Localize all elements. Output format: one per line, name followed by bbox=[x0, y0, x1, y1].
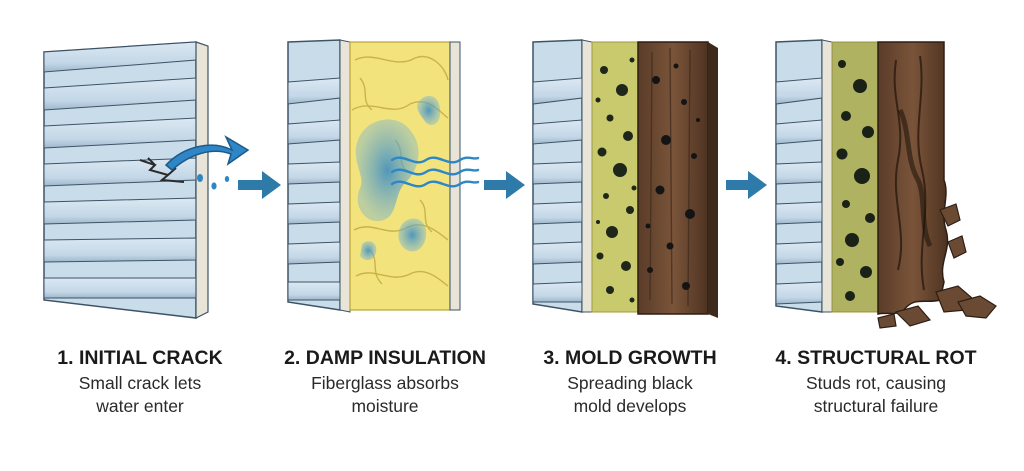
moisture-waves-icon bbox=[390, 156, 480, 188]
step-description-line: Fiberglass absorbs bbox=[311, 373, 459, 393]
step-4-caption: 4. STRUCTURAL ROT Studs rot, causing str… bbox=[775, 347, 976, 416]
right-arrow-icon bbox=[726, 171, 767, 199]
step-4-illustration bbox=[775, 39, 997, 329]
moldy-insulation bbox=[831, 41, 879, 313]
right-arrow-icon bbox=[238, 171, 281, 199]
siding-wall bbox=[532, 39, 593, 313]
crack-mark bbox=[139, 157, 185, 183]
step-description-line: Spreading black bbox=[567, 373, 693, 393]
moldy-insulation bbox=[591, 41, 639, 313]
right-arrow-icon bbox=[484, 171, 525, 199]
step-2-illustration bbox=[287, 39, 480, 313]
step-title: 3. MOLD GROWTH bbox=[543, 347, 716, 369]
step-1-caption: 1. INITIAL CRACK Small crack lets water … bbox=[57, 347, 222, 416]
step-description-line: mold develops bbox=[574, 396, 687, 416]
step-description-line: water enter bbox=[95, 396, 184, 416]
wood-stud bbox=[637, 41, 718, 318]
step-title: 1. INITIAL CRACK bbox=[57, 347, 222, 369]
step-3-illustration bbox=[532, 39, 718, 318]
rotting-stud bbox=[877, 41, 949, 315]
step-title: 4. STRUCTURAL ROT bbox=[775, 347, 976, 369]
falling-debris bbox=[877, 203, 997, 329]
step-description-line: structural failure bbox=[814, 396, 939, 416]
moisture-stain bbox=[355, 95, 441, 261]
step-description-line: Small crack lets bbox=[79, 373, 202, 393]
siding-wall bbox=[43, 41, 209, 319]
step-2-caption: 2. DAMP INSULATION Fiberglass absorbs mo… bbox=[284, 347, 486, 416]
water-splash-icon bbox=[164, 135, 250, 190]
siding-wall bbox=[775, 39, 833, 313]
step-title: 2. DAMP INSULATION bbox=[284, 347, 486, 369]
step-3-caption: 3. MOLD GROWTH Spreading black mold deve… bbox=[543, 347, 716, 416]
step-description-line: Studs rot, causing bbox=[806, 373, 946, 393]
siding-wall bbox=[287, 39, 351, 313]
step-1-illustration bbox=[43, 41, 250, 319]
step-description-line: moisture bbox=[351, 396, 418, 416]
